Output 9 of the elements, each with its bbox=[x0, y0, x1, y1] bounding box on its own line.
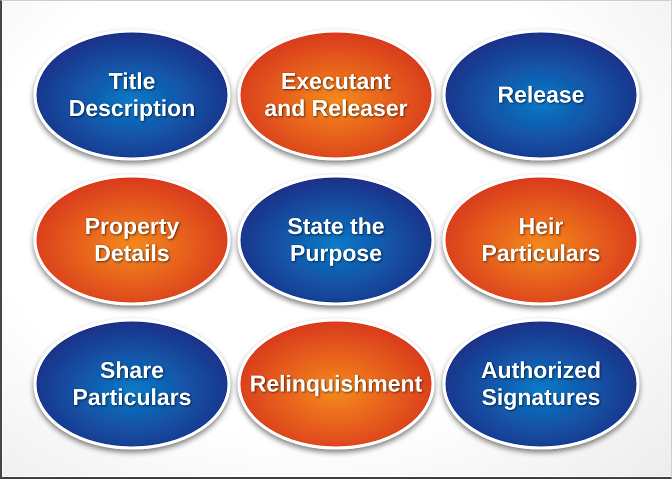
node-label: Executant and Releaser bbox=[263, 68, 409, 122]
node-label: Relinquishment bbox=[248, 370, 424, 398]
node-label: Title Description bbox=[68, 68, 196, 122]
node-label: Authorized Signatures bbox=[480, 357, 602, 411]
node-label: Property Details bbox=[84, 213, 180, 267]
node-label: Heir Particulars bbox=[480, 213, 602, 267]
node-label: Release bbox=[496, 82, 586, 108]
node-label: State the Purpose bbox=[286, 213, 386, 267]
node-label: Share Particulars bbox=[72, 357, 192, 411]
